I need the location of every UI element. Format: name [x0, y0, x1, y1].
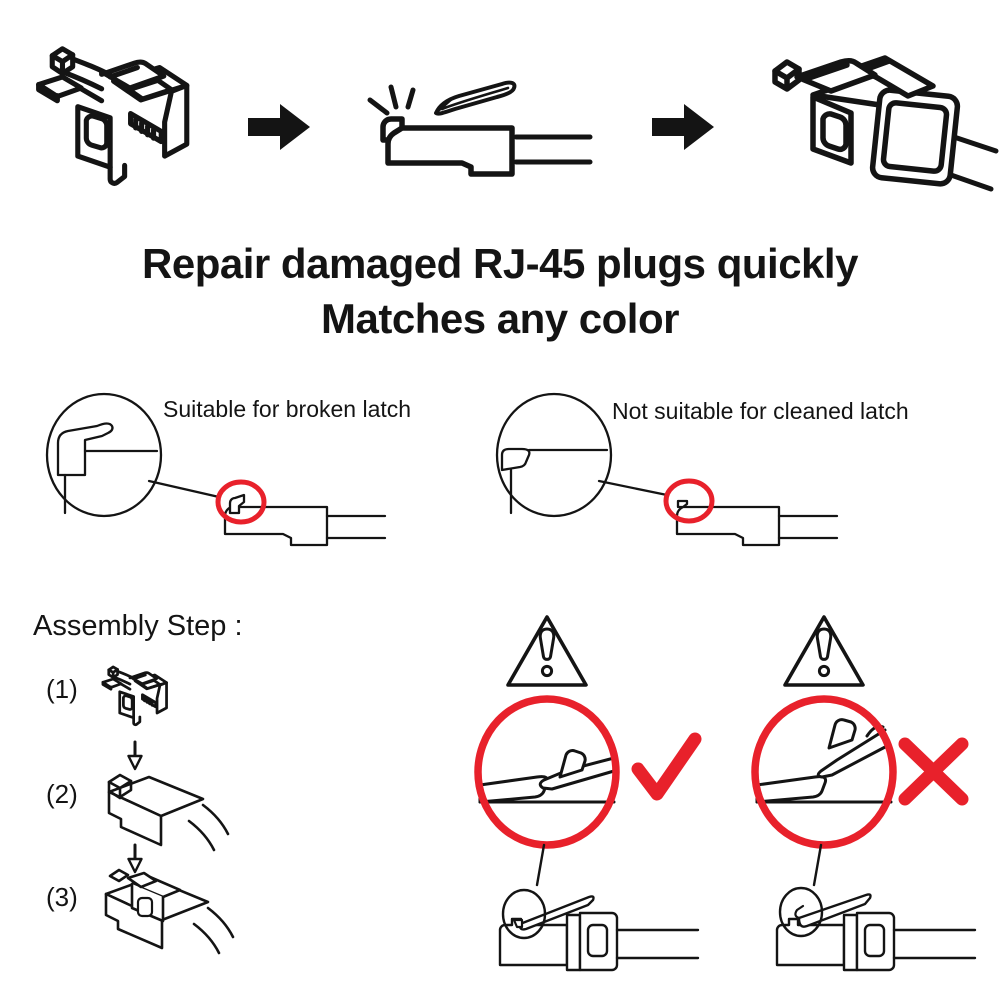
clip-catch-magnified	[478, 775, 549, 804]
red-highlight-circle	[663, 478, 715, 524]
step-1-label: (1)	[46, 674, 78, 704]
headline-line2: Matches any color	[321, 295, 679, 342]
broken-latch-stub-magnified	[56, 422, 114, 477]
suitable-label: Suitable for broken latch	[163, 396, 412, 422]
warning-triangle-icon	[783, 615, 865, 687]
assembly-step-3-assembled-figure	[104, 868, 235, 955]
plug-front-face	[107, 790, 163, 847]
exclamation-mark	[538, 627, 556, 661]
assembly-heading: Assembly Step :	[33, 610, 243, 642]
cable-lines	[948, 134, 999, 192]
cable-lines	[192, 906, 235, 955]
red-highlight-circle	[474, 695, 620, 849]
latch-blade-engaged	[538, 756, 616, 791]
repaired-plug-illustration	[772, 55, 999, 192]
damaged-plug-illustration	[367, 80, 593, 177]
cable-boot	[855, 911, 896, 972]
latch-tab	[558, 749, 587, 779]
cable-lines	[513, 134, 593, 165]
cleaned-latch-stub-magnified	[500, 447, 531, 472]
latch-nub	[512, 918, 524, 929]
cable-lines	[187, 803, 230, 852]
clip-lever-plate	[794, 57, 878, 94]
headline-line1: Repair damaged RJ-45 plugs quickly	[142, 240, 858, 287]
assembly-step-1-clip-figure	[99, 664, 169, 728]
break-spark-lines	[367, 84, 416, 116]
highlight-circle	[778, 886, 824, 938]
magnifier-circle	[495, 392, 613, 518]
plug-body	[385, 125, 515, 177]
down-arrow-icon	[127, 843, 143, 874]
leader-line	[535, 843, 546, 887]
latch-stub-small	[228, 493, 246, 515]
step-3-label: (3)	[46, 882, 78, 912]
plug-side-view	[675, 505, 781, 547]
highlight-circle	[501, 888, 547, 940]
warning-incorrect-group	[751, 615, 977, 972]
clip-lever-plate	[126, 871, 158, 889]
latch-tab	[827, 718, 857, 750]
not-suitable-label: Not suitable for cleaned latch	[612, 398, 909, 424]
right-arrow-icon	[652, 104, 714, 150]
broken-latch-closeup-figure	[45, 392, 387, 547]
magnifier-circle	[45, 392, 163, 518]
cable-boot	[578, 911, 619, 972]
latch-lever-blade	[797, 893, 872, 928]
cable-lines	[615, 928, 700, 960]
headline: Repair damaged RJ-45 plugs quickly Match…	[0, 236, 1000, 346]
repair-clip-illustration	[30, 42, 192, 191]
warning-triangle-icon	[506, 615, 588, 687]
leader-line	[597, 479, 669, 497]
cleaned-latch-closeup-figure	[495, 392, 839, 547]
leader-line	[147, 479, 221, 499]
latch-tip-raised	[794, 904, 805, 920]
down-arrow-icon	[127, 740, 143, 771]
latch-blade-not-engaged	[816, 728, 889, 779]
plug-front-face	[869, 87, 961, 187]
cable-lines	[777, 514, 839, 540]
red-highlight-circle	[215, 479, 267, 525]
clip-panel-hole	[136, 896, 154, 918]
clip-panel-hole	[820, 111, 849, 153]
checkmark-icon	[631, 732, 702, 801]
step-2-label: (2)	[46, 779, 78, 809]
cross-icon	[898, 737, 969, 806]
cable-lines	[325, 514, 387, 540]
plug-side-view	[223, 505, 329, 547]
warning-correct-group	[474, 615, 702, 972]
clip-band	[842, 913, 859, 972]
cable-lines	[892, 928, 977, 960]
latch-stub-flush	[676, 499, 689, 509]
assembly-step-2-plug-figure	[107, 773, 230, 852]
clip-catch-magnified	[755, 775, 827, 804]
red-highlight-circle	[751, 695, 897, 849]
clip-lever-tip	[108, 868, 130, 883]
leader-line	[812, 843, 823, 887]
clip-band	[565, 913, 582, 972]
exclamation-mark	[815, 627, 833, 661]
right-arrow-icon	[248, 104, 310, 150]
